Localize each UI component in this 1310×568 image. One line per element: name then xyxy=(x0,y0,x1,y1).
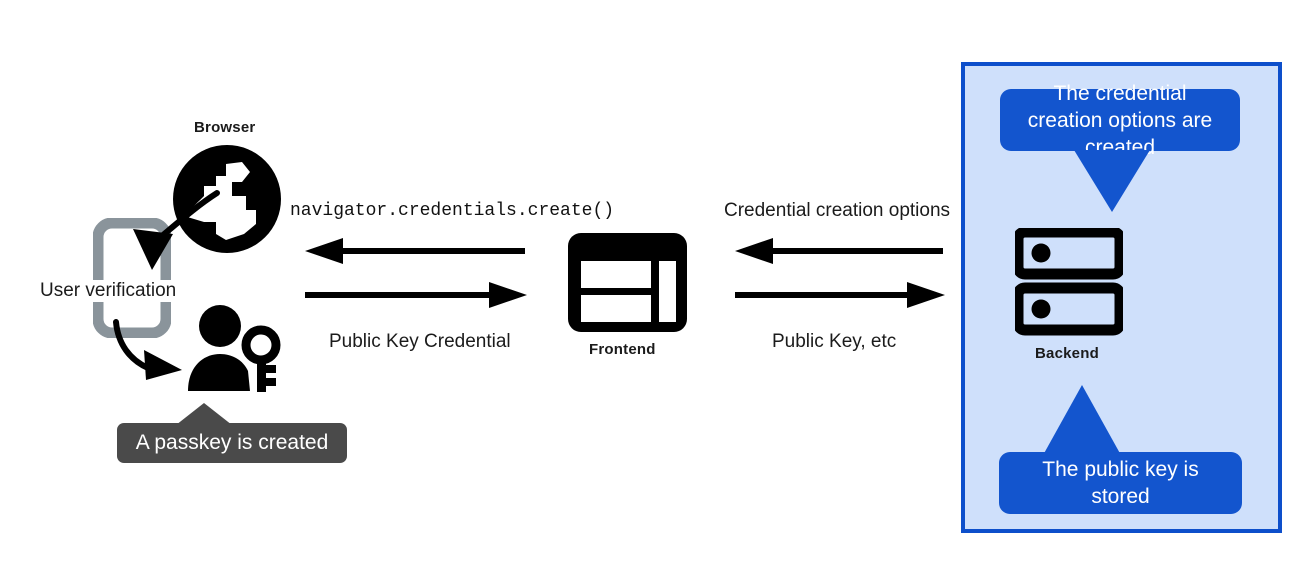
flow-public-key-etc-arrow xyxy=(735,282,945,308)
server-stack-icon xyxy=(1015,228,1123,336)
flow-create-call-arrow xyxy=(305,238,527,264)
arrow-device-to-user-icon xyxy=(110,318,220,398)
flow-credential-options-arrow xyxy=(735,238,945,264)
callout-key-stored-tail xyxy=(1042,385,1122,457)
flow-public-key-etc-label: Public Key, etc xyxy=(772,331,897,352)
tooltip-passkey-tail xyxy=(176,403,232,425)
callout-options-created-text: The credential creation options are crea… xyxy=(1027,81,1213,159)
flow-credential-options-label: Credential creation options xyxy=(724,200,951,221)
callout-key-stored: The public key is stored xyxy=(999,452,1242,514)
mobile-phone-icon xyxy=(93,218,171,338)
callout-key-stored-text: The public key is stored xyxy=(1042,458,1199,508)
user-with-key-icon xyxy=(186,305,284,397)
callout-options-created: The credential creation options are crea… xyxy=(1000,82,1240,159)
browser-label: Browser xyxy=(194,119,256,136)
frontend-window-icon xyxy=(568,233,687,332)
flow-public-key-credential-label: Public Key Credential xyxy=(329,331,511,352)
tooltip-passkey-text: A passkey is created xyxy=(135,431,329,454)
arrow-browser-to-device-icon xyxy=(95,185,225,285)
tooltip-passkey: A passkey is created xyxy=(117,423,347,463)
flow-public-key-credential-arrow xyxy=(305,282,527,308)
globe-icon xyxy=(170,142,284,256)
flow-create-call-label: navigator.credentials.create() xyxy=(290,201,615,221)
frontend-label: Frontend xyxy=(589,341,656,358)
user-verification-label: User verification xyxy=(38,280,179,302)
backend-label: Backend xyxy=(1035,345,1099,362)
callout-options-created-tail xyxy=(1074,150,1150,212)
